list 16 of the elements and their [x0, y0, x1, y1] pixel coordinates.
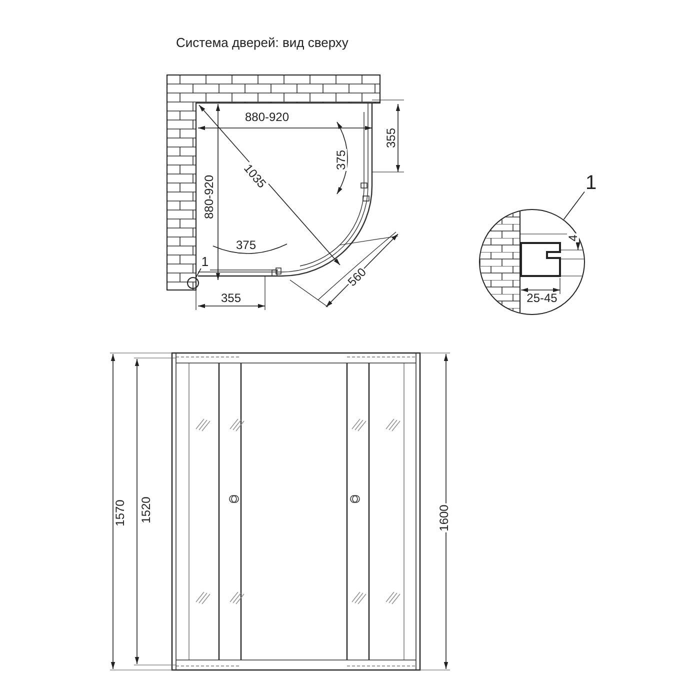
dimension-label: 4 — [567, 234, 579, 242]
callout-number: 1 — [200, 254, 210, 268]
leader-line — [563, 191, 585, 220]
dimension-label: 1520 — [140, 496, 152, 524]
dimension-label: 375 — [335, 148, 347, 172]
leader-line — [195, 268, 202, 278]
diagram-title: Система дверей: вид сверху — [176, 34, 348, 52]
dimension-label: 1570 — [114, 498, 126, 528]
dimension-label: 880-920 — [203, 174, 215, 220]
dimension-label: 25-45 — [526, 292, 558, 304]
dimension-label: 375 — [234, 239, 258, 251]
dimension-label: 880-920 — [244, 111, 290, 123]
callout-number: 1 — [584, 172, 598, 194]
dimension-label: 1600 — [438, 504, 450, 532]
dimension-label: 355 — [220, 292, 242, 304]
dimension-label: 355 — [385, 126, 397, 150]
